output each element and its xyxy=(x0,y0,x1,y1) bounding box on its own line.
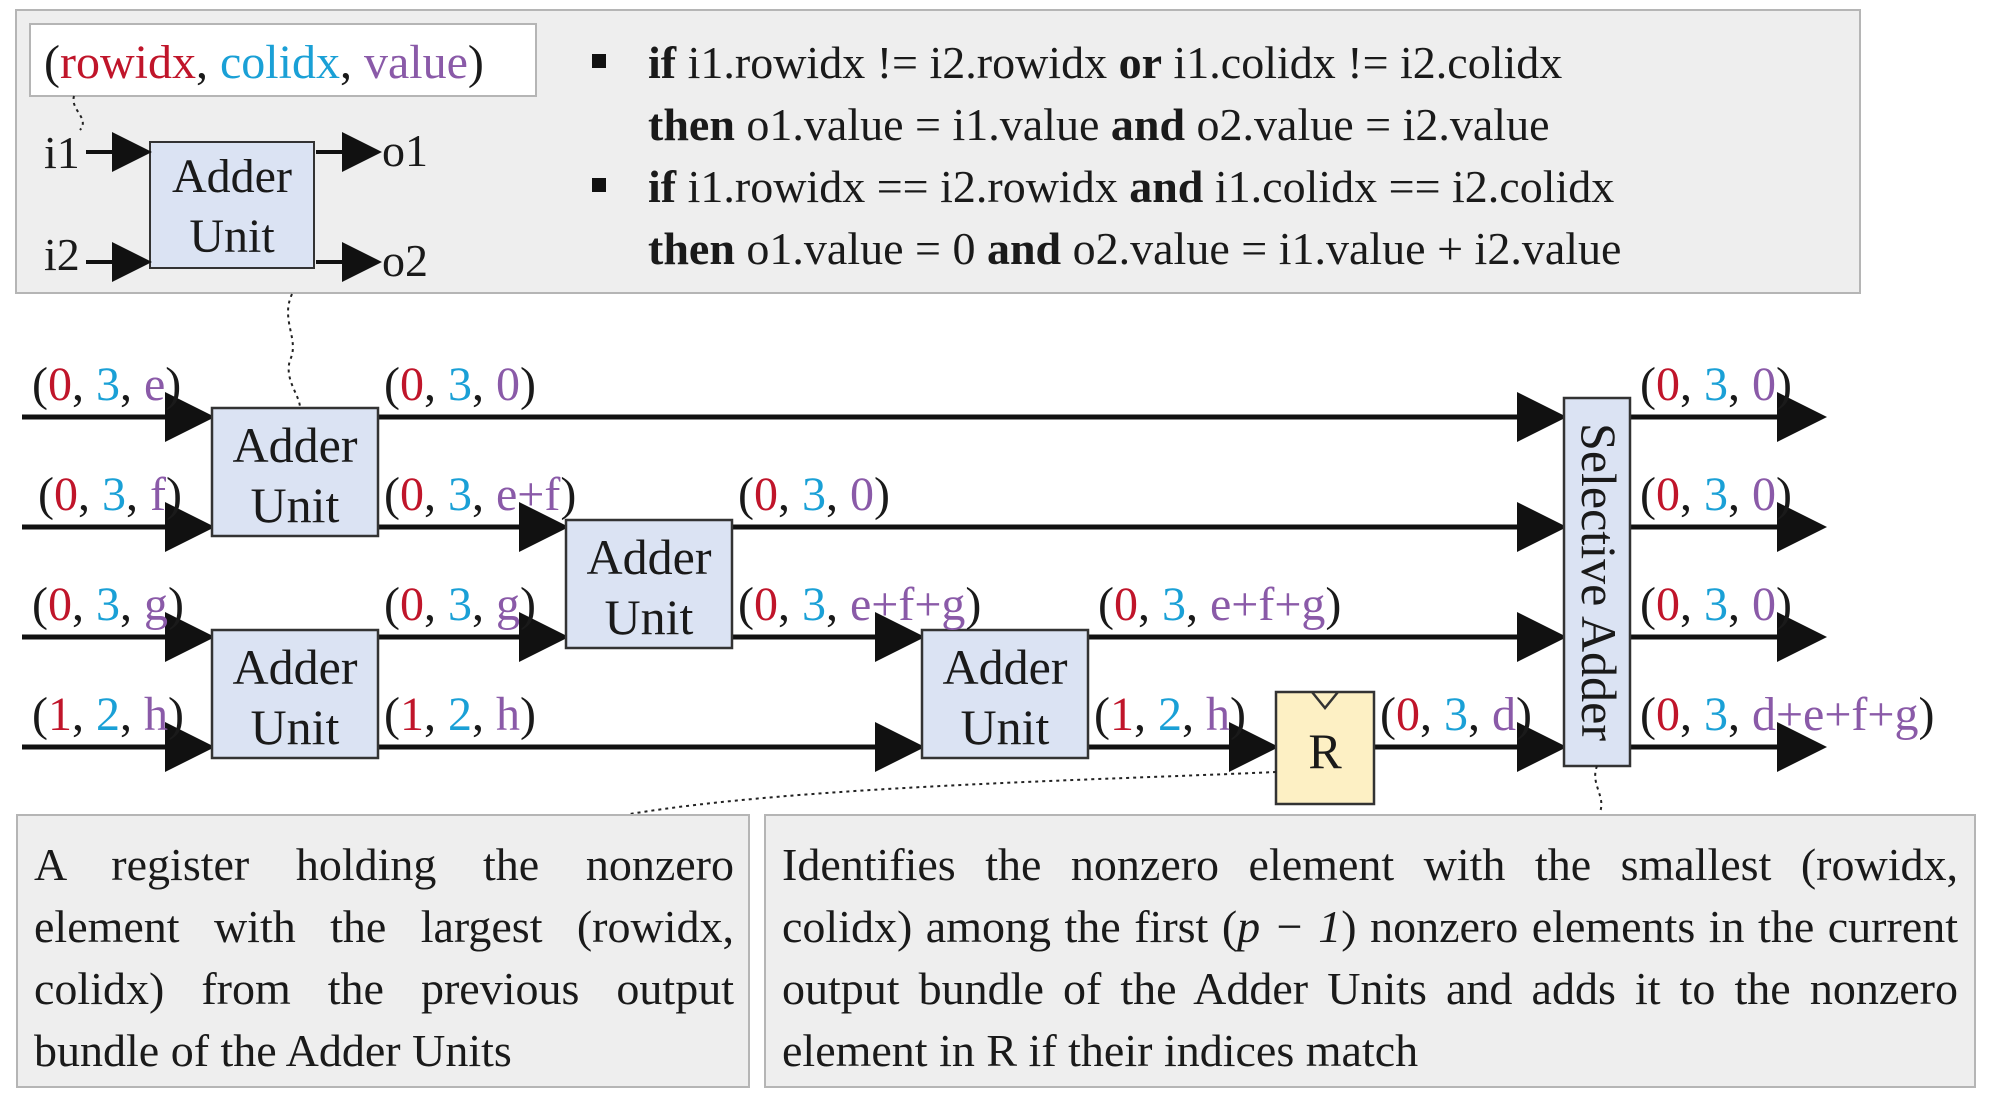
register-r-label: R xyxy=(1308,723,1342,779)
tuple-out-4: (0, 3, d+e+f+g) xyxy=(1640,688,1934,741)
tuple-u1-o1: (0, 3, 0) xyxy=(384,358,536,411)
tuple-in-c: (0, 3, g) xyxy=(32,578,184,631)
adder-unit-2-label-2: Unit xyxy=(251,699,340,755)
register-r xyxy=(1274,690,1376,806)
legend-tuple: (rowidx, colidx, value) xyxy=(44,36,484,89)
register-note-pointer xyxy=(629,771,1277,815)
register-note-text: A register holding the nonzero element w… xyxy=(34,839,734,1076)
rule-1-line-1: if i1.rowidx != i2.rowidx or i1.colidx !… xyxy=(648,37,1563,88)
register-clock-icon xyxy=(1311,691,1339,710)
legend-box xyxy=(29,23,537,97)
tuple-in-b: (0, 3, f) xyxy=(38,468,182,521)
adder-unit-1-label-2: Unit xyxy=(251,477,340,533)
selective-note-pointer xyxy=(1594,765,1603,813)
panel-pointer xyxy=(287,293,301,409)
selective-adder-note: Identifies the nonzero element with the … xyxy=(764,814,1976,1088)
rule-2-bullet xyxy=(592,178,606,192)
legend-in1-label: i1 xyxy=(44,127,80,178)
selective-note-text-pre: Identifies the nonzero element with the … xyxy=(782,839,1958,952)
tuple-out-2: (0, 3, 0) xyxy=(1640,468,1792,521)
legend-unit-label-2: Unit xyxy=(189,210,275,263)
tuple-out-1: (0, 3, 0) xyxy=(1640,358,1792,411)
tuple-u3-o2: (0, 3, e+f+g) xyxy=(738,578,981,631)
selective-adder xyxy=(1562,396,1632,768)
tuple-u4-o1: (0, 3, e+f+g) xyxy=(1098,578,1341,631)
legend-out1-label: o1 xyxy=(382,125,428,176)
adder-unit-3-label-1: Adder xyxy=(587,529,712,585)
register-note: A register holding the nonzero element w… xyxy=(16,814,750,1088)
adder-unit-3-label-2: Unit xyxy=(605,589,694,645)
tuple-in-d: (1, 2, h) xyxy=(32,688,184,741)
adder-unit-1-label-1: Adder xyxy=(233,417,358,473)
adder-unit-4-label-1: Adder xyxy=(943,639,1068,695)
rule-2-line-1: if i1.rowidx == i2.rowidx and i1.colidx … xyxy=(648,161,1615,212)
selective-note-text-post: ) nonzero elements in the current output… xyxy=(782,901,1959,1076)
tuple-u3-o1: (0, 3, 0) xyxy=(738,468,890,521)
tuple-out-3: (0, 3, 0) xyxy=(1640,578,1792,631)
legend-adder-unit xyxy=(149,141,315,269)
legend-out2-label: o2 xyxy=(382,235,428,286)
adder-unit-4-label-2: Unit xyxy=(961,699,1050,755)
tuple-u2-o1: (0, 3, g) xyxy=(384,578,536,631)
tuple-reg-out: (0, 3, d) xyxy=(1380,688,1532,741)
tuple-u2-o2: (1, 2, h) xyxy=(384,688,536,741)
adder-unit-2-label-1: Adder xyxy=(233,639,358,695)
selective-note-math: p − 1 xyxy=(1237,901,1342,952)
tuple-u1-o2: (0, 3, e+f) xyxy=(384,468,576,521)
rule-1-line-2: then o1.value = i1.value and o2.value = … xyxy=(648,99,1550,150)
adder-unit-4 xyxy=(920,628,1090,760)
tuple-in-a: (0, 3, e) xyxy=(32,358,181,411)
adder-unit-2 xyxy=(210,628,380,760)
rule-2-line-2: then o1.value = 0 and o2.value = i1.valu… xyxy=(648,223,1622,274)
adder-unit-3 xyxy=(564,518,734,650)
rule-1-bullet xyxy=(592,54,606,68)
legend-in2-label: i2 xyxy=(44,229,80,280)
adder-unit-1 xyxy=(210,406,380,538)
legend-unit-label-1: Adder xyxy=(172,150,292,203)
tuple-labels: (0, 3, e) (0, 3, f) (0, 3, g) (1, 2, h) … xyxy=(32,358,1934,741)
tuple-u4-o2: (1, 2, h) xyxy=(1094,688,1246,741)
selective-adder-label: Selective Adder xyxy=(1571,423,1627,741)
